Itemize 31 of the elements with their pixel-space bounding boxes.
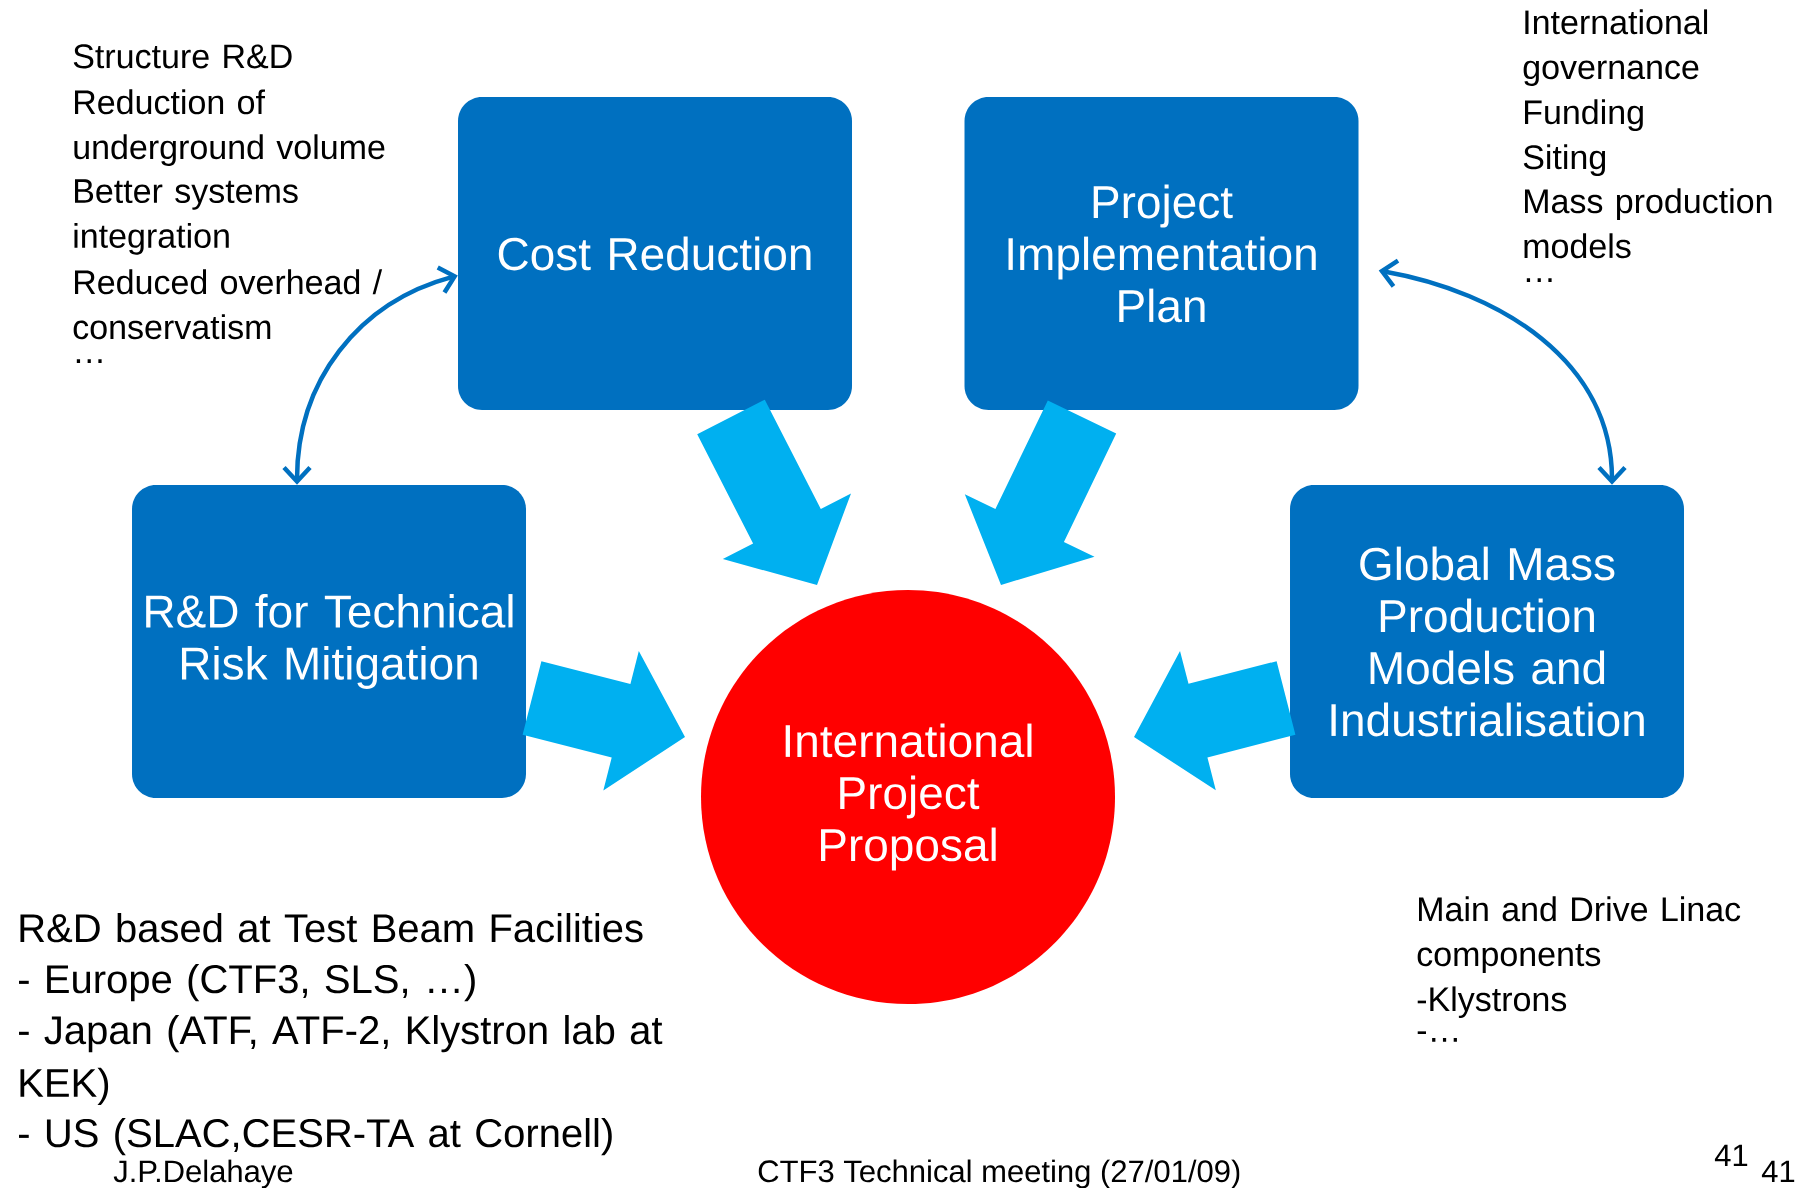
note-text: … — [1526, 278, 1552, 282]
note-text: - US (SLAC,CESR-TA at Cornell) — [19, 1118, 612, 1156]
process-box: R&D for Technical Risk Mitigation — [132, 485, 526, 798]
note-text: Better systems integration — [74, 179, 298, 255]
note-text: Structure R&D — [73, 44, 292, 69]
note-text: R&D based at Test Beam Facilities — [20, 913, 643, 943]
curved-arrow — [282, 265, 458, 485]
note-text: -Klystrons — [1417, 986, 1567, 1019]
process-box: Cost Reduction — [458, 97, 852, 410]
block-arrow — [964, 400, 1117, 585]
footer-text: CTF3 Technical meeting (27/01/09) — [758, 1159, 1240, 1188]
block-arrow — [1134, 650, 1296, 791]
note-text: Siting — [1523, 144, 1606, 177]
note-text: Mass production models — [1524, 188, 1772, 259]
note-text: - Europe (CTF3, SLS, …) — [19, 964, 475, 1002]
note-text: Funding — [1525, 99, 1643, 132]
note-text: Main and Drive Linac components — [1417, 896, 1741, 973]
note-text: Reduction of underground volume — [74, 89, 385, 166]
page-number: 41 — [1714, 1144, 1748, 1166]
note-text: … — [76, 359, 102, 363]
process-box: Project Implementation Plan — [964, 97, 1359, 410]
page-number: 41 — [1761, 1160, 1795, 1182]
block-arrow — [522, 650, 685, 791]
note-text: International governance — [1523, 9, 1708, 86]
note-text: Reduced overhead / conservatism — [73, 269, 383, 340]
note-text: - Japan (ATF, ATF-2, Klystron lab at KEK) — [19, 1015, 663, 1106]
block-arrow — [697, 399, 851, 585]
curved-arrow — [1378, 258, 1627, 485]
note-text: -… — [1417, 1031, 1457, 1042]
process-box: Global Mass Production Models and Industrialisation — [1290, 485, 1684, 798]
footer-text: J.P.Delahaye — [113, 1159, 293, 1188]
